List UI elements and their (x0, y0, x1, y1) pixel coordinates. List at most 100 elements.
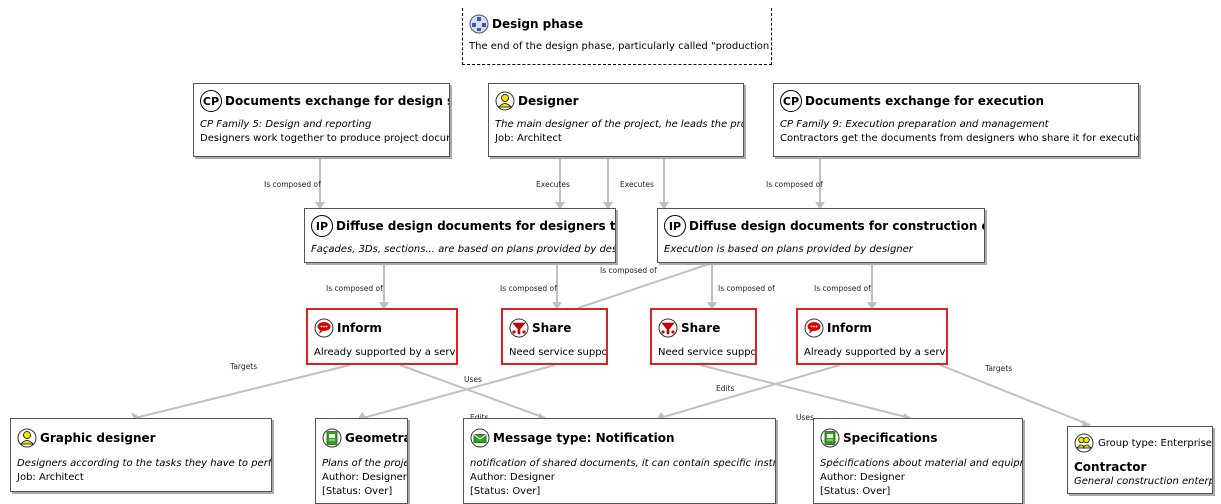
design-phase-node[interactable]: Design phase The end of the design phase… (462, 8, 772, 65)
node-desc: Need service support (509, 347, 608, 358)
edge-line (659, 364, 841, 419)
node-family: CP Family 5: Design and reporting (200, 119, 372, 130)
node-author: Author: Designer (470, 472, 555, 483)
ip-badge-icon: IP (664, 215, 686, 237)
arrow-head (657, 412, 665, 419)
arrow-head (815, 202, 825, 210)
edge-line (362, 364, 556, 419)
edge-label: Uses (796, 413, 814, 422)
edge-label: Is composed of (600, 266, 657, 275)
node-desc: Plans of the project (322, 458, 407, 469)
actor-person-icon (495, 91, 515, 111)
arrow-head (315, 202, 325, 210)
node-title: Message type: Notification (493, 431, 675, 445)
node-title: Documents exchange for design sharing (225, 94, 449, 108)
phase-icon (469, 14, 489, 34)
edge-label: Targets (230, 362, 258, 371)
node-desc: Already supported by a service (804, 347, 948, 358)
edge-label: Executes (620, 180, 654, 189)
edge-label: Is composed of (264, 180, 321, 189)
node-title: Share (532, 321, 572, 335)
node-desc: Designers according to the tasks they ha… (17, 458, 272, 469)
arrow-head (358, 412, 366, 419)
group-icon (1074, 433, 1094, 453)
cp-badge-icon: CP (200, 90, 222, 112)
node-desc: Contractors get the documents from desig… (780, 133, 1138, 144)
node-title: Designer (518, 94, 579, 108)
message-notification-node[interactable]: Message type: Notification notification … (463, 418, 776, 504)
arrow-head (552, 302, 562, 310)
node-title: Diffuse design documents for constructio… (689, 219, 984, 233)
node-desc: General construction enterprise (1074, 476, 1212, 487)
edge-label: Edits (716, 384, 735, 393)
share-node[interactable]: Share Need service support (501, 308, 608, 365)
arrow-head (379, 302, 389, 310)
node-desc: notification of shared documents, it can… (470, 458, 775, 469)
node-desc: The end of the design phase, particularl… (469, 41, 771, 52)
share-funnel-icon (658, 318, 678, 338)
edge-label: Is composed of (326, 284, 383, 293)
node-title: Inform (827, 321, 872, 335)
arrow-head (555, 202, 565, 210)
envelope-icon (470, 428, 490, 448)
edge-line (577, 262, 713, 309)
node-job: Job: Architect (17, 472, 84, 483)
node-desc: The main designer of the project, he lea… (495, 119, 744, 130)
node-title: Inform (337, 321, 382, 335)
edge-label: Is composed of (766, 180, 823, 189)
edge-line (699, 364, 911, 419)
ip-designers-team-node[interactable]: IP Diffuse design documents for designer… (304, 208, 616, 263)
node-job: Job: Architect (495, 133, 562, 144)
specifications-node[interactable]: Specifications Spécifications about mate… (813, 418, 1023, 504)
edge-label: Is composed of (500, 284, 557, 293)
actor-person-icon (17, 428, 37, 448)
edge-label: Edits (470, 413, 488, 422)
cp-badge-icon: CP (780, 90, 802, 112)
node-status: [Status: Over] (322, 486, 393, 497)
node-status: [Status: Over] (470, 486, 541, 497)
arrow-head (659, 202, 669, 210)
node-title: Specifications (843, 431, 938, 445)
ip-construction-node[interactable]: IP Diffuse design documents for construc… (657, 208, 985, 263)
node-author: Author: Designer (820, 472, 905, 483)
inform-node[interactable]: Inform Already supported by a service (306, 308, 458, 365)
node-title: Graphic designer (40, 431, 156, 445)
contractor-node[interactable]: Group type: Enterprise Contractor Genera… (1067, 426, 1213, 494)
speech-bubble-icon (314, 318, 334, 338)
geometral-node[interactable]: Geometral Plans of the project Author: D… (315, 418, 408, 504)
node-title: Contractor (1074, 460, 1147, 474)
node-author: Author: Designer (322, 472, 407, 483)
document-icon (322, 428, 342, 448)
arrow-head (707, 302, 717, 310)
node-desc: Need service support (658, 347, 757, 358)
speech-bubble-icon (804, 318, 824, 338)
edge-line (399, 364, 546, 419)
share-node[interactable]: Share Need service support (650, 308, 757, 365)
cp-design-sharing-node[interactable]: CP Documents exchange for design sharing… (193, 83, 450, 157)
node-desc: Façades, 3Ds, sections... are based on p… (311, 244, 616, 255)
node-title: Design phase (492, 17, 584, 31)
edge-line (939, 364, 1091, 426)
arrow-head (1082, 420, 1091, 427)
designer-node[interactable]: Designer The main designer of the projec… (488, 83, 744, 157)
arrow-head (867, 302, 877, 310)
ip-badge-icon: IP (311, 215, 333, 237)
graphic-designer-node[interactable]: Graphic designer Designers according to … (10, 418, 272, 492)
node-desc: Already supported by a service (314, 347, 458, 358)
cp-execution-node[interactable]: CP Documents exchange for execution CP F… (773, 83, 1139, 157)
node-title: Geometral (345, 431, 407, 445)
node-title: Share (681, 321, 721, 335)
inform-node[interactable]: Inform Already supported by a service (796, 308, 948, 365)
node-desc: Designers work together to produce proje… (200, 133, 450, 144)
node-status: [Status: Over] (820, 486, 891, 497)
group-type-label: Group type: Enterprise (1098, 437, 1212, 449)
edge-label: Uses (464, 375, 482, 384)
node-title: Documents exchange for execution (805, 94, 1045, 108)
edge-label: Is composed of (814, 284, 871, 293)
document-icon (820, 428, 840, 448)
node-title: Diffuse design documents for designers t… (336, 219, 616, 233)
edge-label: Targets (985, 364, 1013, 373)
arrow-head (603, 202, 613, 210)
edge-label: Executes (536, 180, 570, 189)
